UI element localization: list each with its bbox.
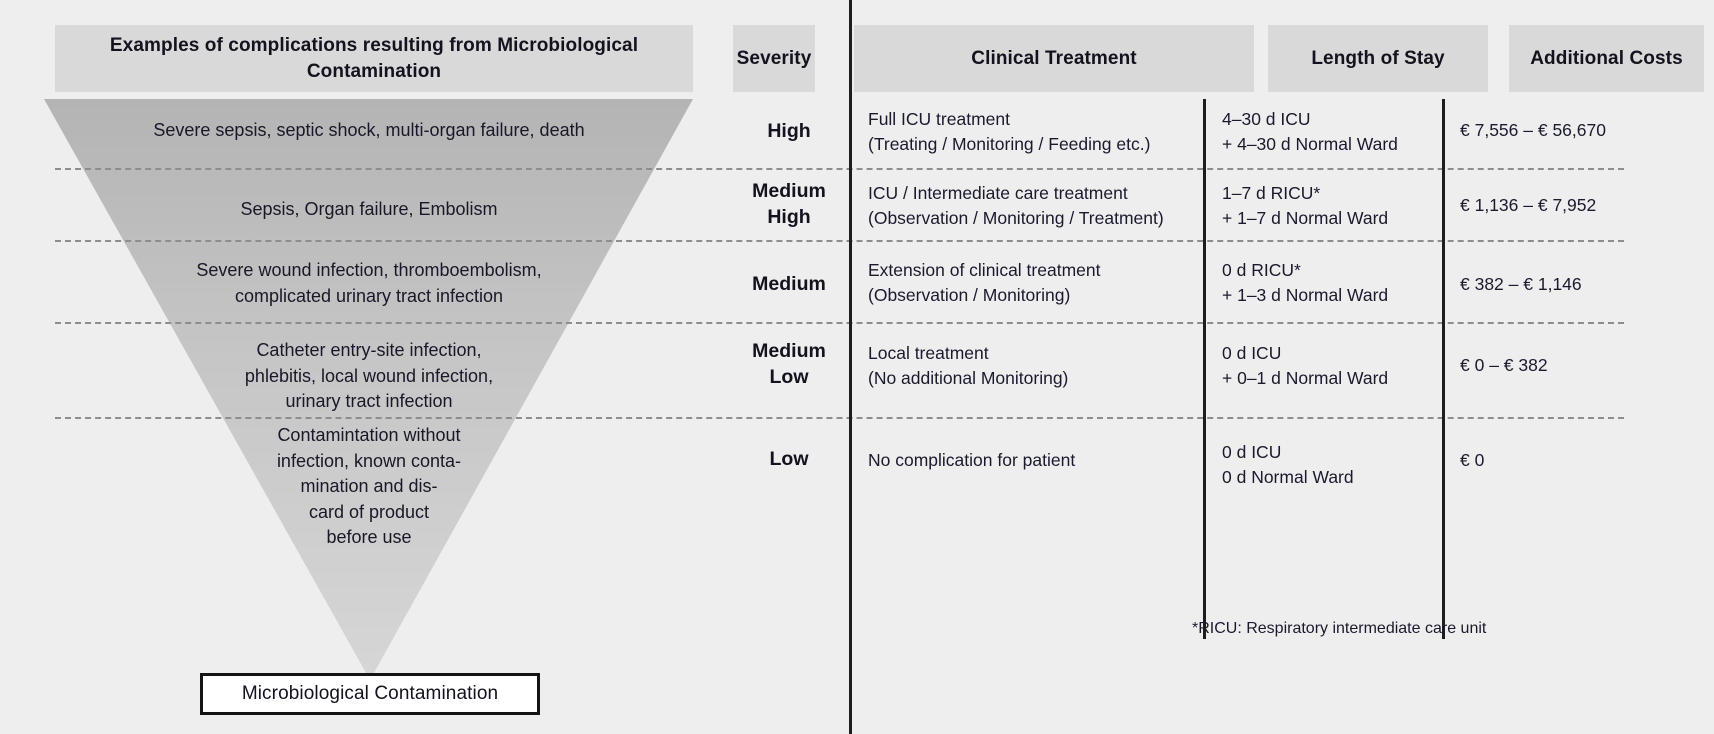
- cell-severity: High: [767, 120, 811, 142]
- cell-length-of-stay: 0 d ICU + 0–1 d Normal Ward: [1222, 343, 1389, 388]
- cell-treatment: Local treatment (No additional Monitorin…: [868, 343, 1069, 388]
- microbiological-contamination-label: Microbiological Contamination: [200, 673, 540, 715]
- row-separator: [55, 168, 1624, 170]
- cell-treatment: Extension of clinical treatment (Observa…: [868, 260, 1101, 305]
- cell-severity: Medium: [752, 273, 826, 295]
- cell-complication: Sepsis, Organ failure, Embolism: [240, 199, 498, 219]
- header-length-of-stay: Length of Stay: [1268, 25, 1488, 92]
- cell-additional-costs: € 0 – € 382: [1460, 355, 1548, 375]
- row-separator: [55, 240, 1624, 242]
- cell-complication: Contamintation without infection, known …: [276, 425, 462, 548]
- header-complications: Examples of complications resulting from…: [55, 25, 693, 92]
- cell-severity: Medium High: [752, 180, 826, 228]
- cell-additional-costs: € 382 – € 1,146: [1460, 274, 1582, 294]
- cell-treatment: Full ICU treatment (Treating / Monitorin…: [868, 109, 1151, 154]
- cell-additional-costs: € 7,556 – € 56,670: [1460, 120, 1606, 140]
- cell-length-of-stay: 1–7 d RICU* + 1–7 d Normal Ward: [1222, 183, 1389, 228]
- cell-severity: Low: [769, 448, 809, 470]
- cell-additional-costs: € 1,136 – € 7,952: [1460, 195, 1597, 215]
- cell-length-of-stay: 4–30 d ICU + 4–30 d Normal Ward: [1222, 109, 1398, 154]
- footnote-ricu: *RICU: Respiratory intermediate care uni…: [1192, 620, 1487, 637]
- row-separator: [55, 417, 1624, 419]
- row-separator: [55, 322, 1624, 324]
- cell-treatment: No complication for patient: [868, 450, 1076, 470]
- cell-treatment: ICU / Intermediate care treatment (Obser…: [868, 183, 1164, 228]
- header-additional-costs: Additional Costs: [1509, 25, 1704, 92]
- cell-length-of-stay: 0 d ICU 0 d Normal Ward: [1222, 442, 1354, 487]
- cell-complication: Severe wound infection, thromboembolism,…: [196, 260, 542, 306]
- divider-additional-costs: [1442, 99, 1445, 639]
- cell-complication: Severe sepsis, septic shock, multi-organ…: [153, 120, 585, 140]
- header-severity: Severity: [733, 25, 815, 92]
- cell-length-of-stay: 0 d RICU* + 1–3 d Normal Ward: [1222, 260, 1389, 305]
- cell-additional-costs: € 0: [1460, 450, 1485, 470]
- header-clinical-treatment: Clinical Treatment: [854, 25, 1254, 92]
- divider-severity: [849, 0, 852, 734]
- cell-severity: Medium Low: [752, 340, 826, 388]
- divider-length-of-stay: [1203, 99, 1206, 639]
- cell-complication: Catheter entry-site infection, phlebitis…: [244, 340, 494, 412]
